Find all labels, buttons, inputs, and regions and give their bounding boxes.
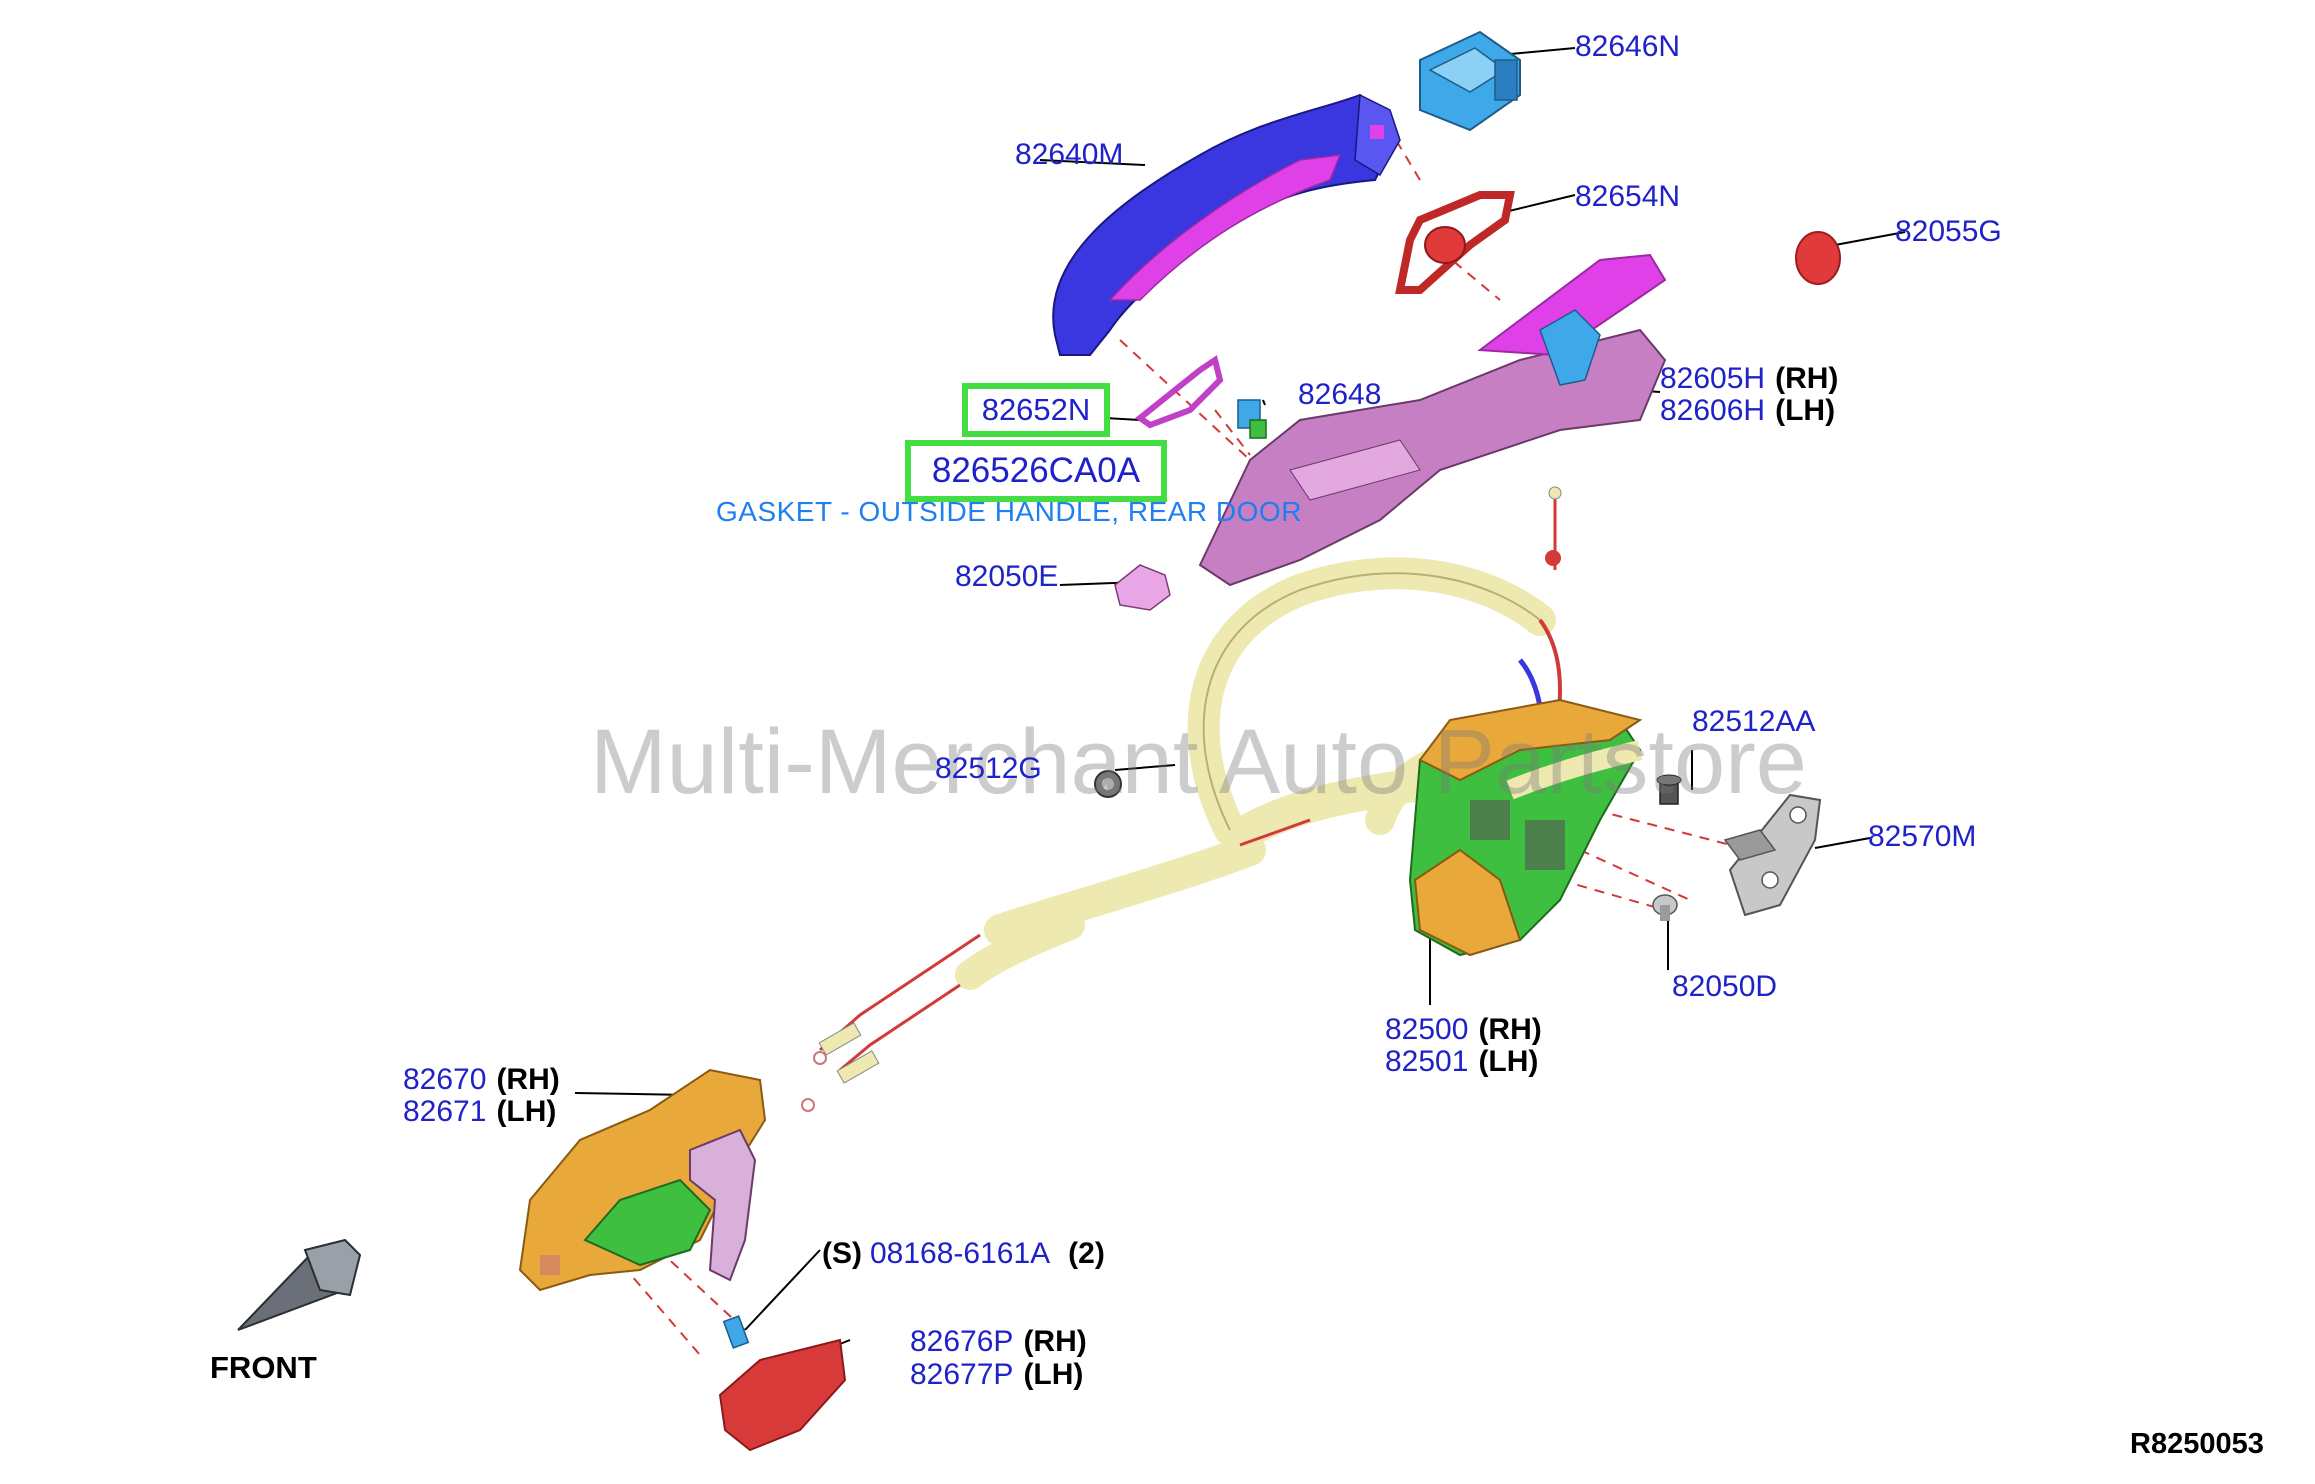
screw-prefix: (S) xyxy=(822,1237,862,1270)
side-rh: (RH) xyxy=(496,1063,560,1096)
reference-code: R8250053 xyxy=(2130,1428,2264,1460)
bushing-82512G xyxy=(1094,770,1122,798)
label-08168-6161A[interactable]: (S)08168-6161A (2) xyxy=(822,1237,1105,1271)
label-82500[interactable]: 82500 (RH) xyxy=(1385,1013,1542,1047)
part-number: 08168-6161A xyxy=(870,1237,1051,1270)
handle-bracket-82605H xyxy=(1198,253,1667,587)
label-82501[interactable]: 82501 (LH) xyxy=(1385,1045,1538,1079)
front-label: FRONT xyxy=(210,1350,317,1385)
label-82512G[interactable]: 82512G xyxy=(935,752,1042,785)
side-rh: (RH) xyxy=(1023,1325,1087,1358)
part-description: GASKET - OUTSIDE HANDLE, REAR DOOR xyxy=(716,496,1302,527)
striker-82570M xyxy=(1723,793,1822,917)
label-82570M[interactable]: 82570M xyxy=(1868,820,1977,853)
gasket-82654N xyxy=(1395,191,1515,294)
label-82605H[interactable]: 82605H (RH) xyxy=(1660,362,1838,396)
part-number: 82606H xyxy=(1660,394,1766,427)
side-lh: (LH) xyxy=(1023,1358,1084,1391)
assembly-lines xyxy=(574,129,1751,1356)
label-82606H[interactable]: 82606H (LH) xyxy=(1660,394,1835,428)
label-82050D[interactable]: 82050D xyxy=(1672,970,1778,1003)
part-number: 82605H xyxy=(1660,362,1766,395)
clip-82050E xyxy=(1114,564,1171,611)
label-82648[interactable]: 82648 xyxy=(1298,378,1382,411)
label-82646N[interactable]: 82646N xyxy=(1575,30,1681,63)
label-82677P[interactable]: 82677P (LH) xyxy=(910,1358,1083,1392)
side-rh: (RH) xyxy=(1775,362,1839,395)
door-lock-82500 xyxy=(1408,698,1643,957)
highlight-82652N[interactable]: 82652N xyxy=(962,383,1110,437)
grommet-82055G xyxy=(1795,231,1841,285)
outside-handle-82640M xyxy=(1052,93,1401,356)
leader-lines xyxy=(574,47,1906,1361)
part-number: 82677P xyxy=(910,1358,1014,1391)
highlight-826526CA0A[interactable]: 826526CA0A xyxy=(905,440,1167,502)
screw-82512AA xyxy=(1656,774,1682,805)
screw-qty: (2) xyxy=(1068,1237,1105,1270)
side-lh: (LH) xyxy=(1775,394,1836,427)
label-82640M[interactable]: 82640M xyxy=(1015,138,1124,171)
part-number: 82670 xyxy=(403,1063,487,1096)
part-number: 82501 xyxy=(1385,1045,1469,1078)
inside-handle-82670 xyxy=(518,1068,767,1292)
escutcheon-82676P xyxy=(718,1338,847,1452)
side-lh: (LH) xyxy=(496,1095,557,1128)
clip-82050D xyxy=(1652,894,1678,921)
label-82654N[interactable]: 82654N xyxy=(1575,180,1681,213)
label-82055G[interactable]: 82055G xyxy=(1895,215,2002,248)
front-arrow-icon xyxy=(237,1238,362,1331)
label-82050E[interactable]: 82050E xyxy=(955,560,1059,593)
gasket-82652N xyxy=(1134,355,1224,429)
part-number: 82676P xyxy=(910,1325,1014,1358)
label-82676P[interactable]: 82676P (RH) xyxy=(910,1325,1087,1359)
label-82670[interactable]: 82670 (RH) xyxy=(403,1063,560,1097)
part-number: 82500 xyxy=(1385,1013,1469,1046)
handle-cap-82646N xyxy=(1419,30,1521,132)
clip-82648 xyxy=(1237,399,1267,439)
side-lh: (LH) xyxy=(1478,1045,1539,1078)
screw-08168-6161A xyxy=(722,1315,750,1349)
side-rh: (RH) xyxy=(1478,1013,1542,1046)
cable-ends xyxy=(801,1022,880,1112)
label-82512AA[interactable]: 82512AA xyxy=(1692,705,1816,738)
part-number: 82671 xyxy=(403,1095,487,1128)
label-82671[interactable]: 82671 (LH) xyxy=(403,1095,556,1129)
rod-end xyxy=(1545,486,1562,570)
watermark: Multi-Merchant Auto Partstore xyxy=(590,711,1807,813)
